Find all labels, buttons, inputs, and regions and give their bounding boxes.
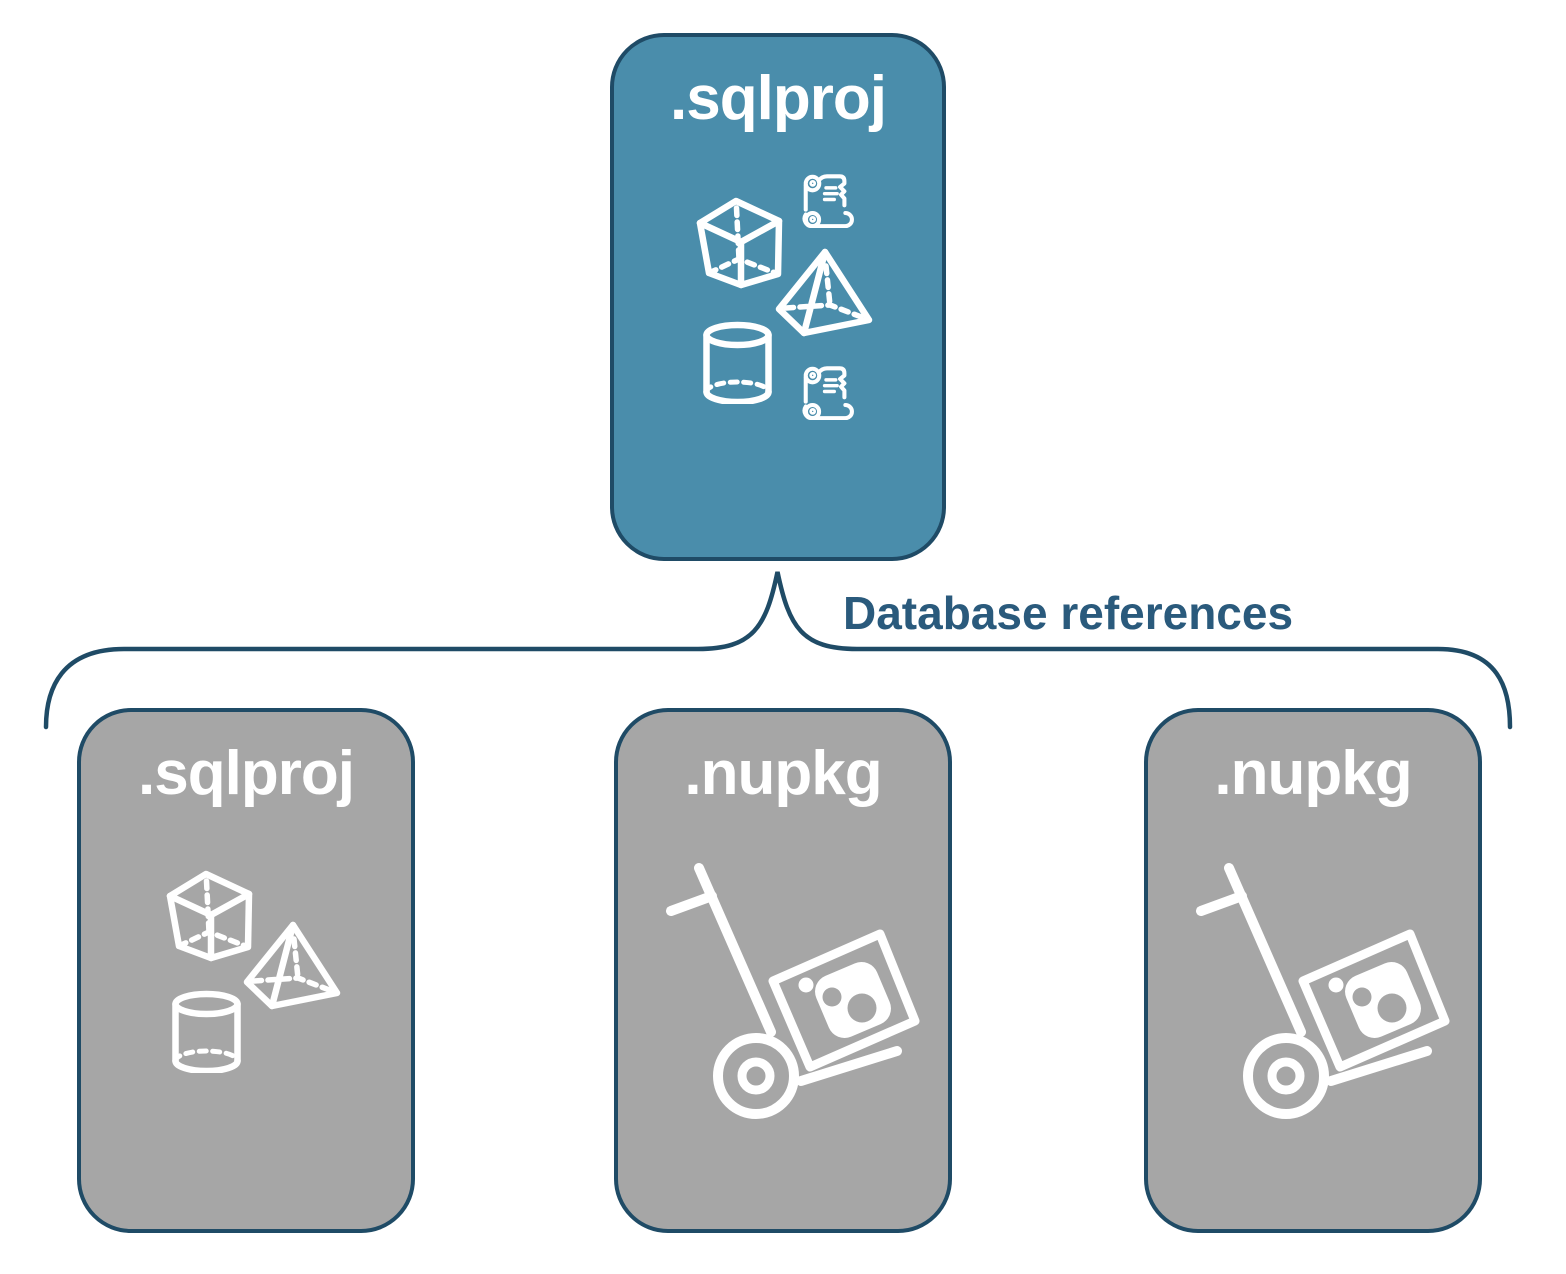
cylinder-icon	[171, 983, 243, 1073]
cube-icon	[696, 195, 784, 289]
pyramid-icon	[772, 242, 876, 338]
node-title: .nupkg	[684, 739, 882, 808]
nuget-handtruck-icon	[656, 858, 924, 1126]
node-child-nupkg-2: .nupkg	[1144, 708, 1482, 1233]
scroll-icon	[798, 170, 856, 228]
node-root-sqlproj: .sqlproj	[610, 33, 946, 561]
node-child-nupkg-1: .nupkg	[614, 708, 952, 1233]
pyramid-icon	[240, 915, 344, 1011]
node-title: .nupkg	[1214, 739, 1412, 808]
scroll-icon	[798, 362, 856, 420]
nuget-handtruck-icon	[1186, 858, 1454, 1126]
node-title: .sqlproj	[138, 739, 355, 808]
cylinder-icon	[702, 314, 774, 404]
node-child-sqlproj: .sqlproj	[77, 708, 415, 1233]
node-title: .sqlproj	[670, 64, 887, 133]
connector-label: Database references	[843, 587, 1294, 639]
